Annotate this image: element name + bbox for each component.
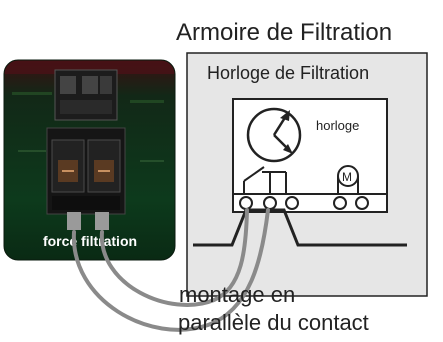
power-line <box>193 208 407 247</box>
motor-label: M <box>342 170 352 184</box>
clock-label: horloge <box>316 118 359 133</box>
terminal-3 <box>285 196 299 210</box>
relay-contact-icon <box>243 166 287 194</box>
panel-title: Horloge de Filtration <box>207 63 369 83</box>
terminal-strip <box>232 193 388 213</box>
clock-face-icon <box>246 107 302 163</box>
note-line-1: montage en <box>179 282 295 307</box>
terminal-1 <box>239 196 253 210</box>
parallel-wires <box>71 208 270 332</box>
terminal-4 <box>333 196 347 210</box>
photo-label: force filtration <box>43 233 137 249</box>
note-line-2: parallèle du contact <box>178 310 369 335</box>
force-filtration-photo <box>4 60 175 260</box>
cabinet-title: Armoire de Filtration <box>176 19 392 46</box>
photo-frame <box>3 59 176 261</box>
terminal-5 <box>355 196 369 210</box>
terminal-2 <box>263 196 277 210</box>
motor-icon: M <box>337 165 359 194</box>
